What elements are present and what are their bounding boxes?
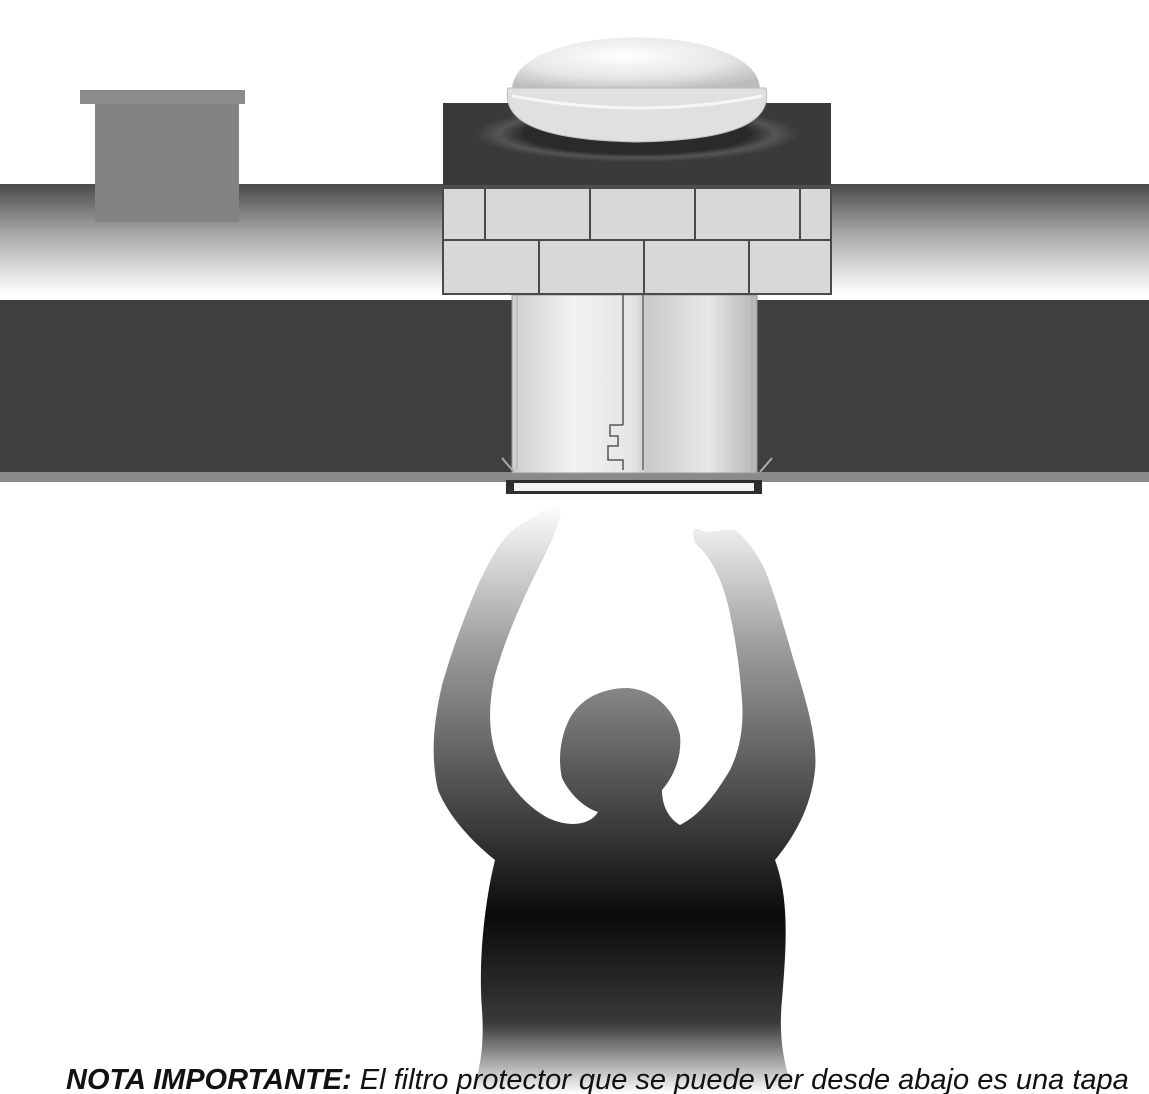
brick [442,187,486,241]
chimney-body [95,100,239,222]
dome-rim-highlight [511,94,763,110]
tube-joint [607,424,624,470]
dome-cap [512,37,760,90]
brick [799,187,832,241]
brick [442,239,540,295]
chimney-cap [80,90,245,104]
note-text: El filtro protector que se puede ver des… [359,1064,1129,1094]
note-label: NOTA IMPORTANTE: [66,1064,352,1094]
brick [589,187,696,241]
brick [643,239,750,295]
brick [538,239,645,295]
brick [484,187,591,241]
ceiling-line [0,472,1149,482]
tube-bracket-right [759,457,773,473]
tube-body [511,294,758,474]
diffuser-lens [514,483,754,491]
brick-curb [442,187,832,295]
tube-bracket-left [501,457,515,473]
dome-rim [506,87,768,143]
brick [748,239,832,295]
important-note: NOTA IMPORTANTE: El filtro protector que… [66,1064,1129,1094]
dome [506,37,768,143]
brick [694,187,801,241]
light-tube [501,294,773,474]
diffuser [506,480,762,494]
person-silhouette [433,503,816,1094]
chimney [80,90,245,222]
